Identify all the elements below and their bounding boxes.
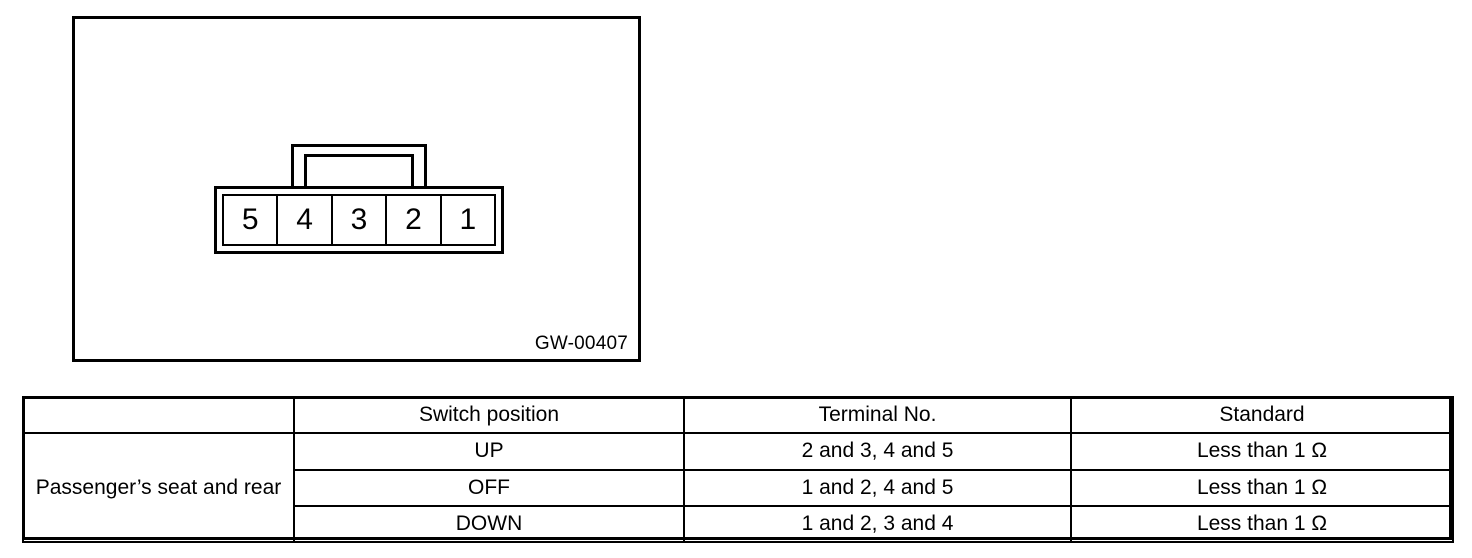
category-cell-passenger-seat-rear: Passenger’s seat and rear (22, 432, 295, 543)
terminal-cell-1: 1 (439, 194, 497, 246)
figure-code-label: GW-00407 (534, 333, 628, 354)
cell-terminal-no: 1 and 2, 4 and 5 (683, 468, 1072, 507)
connector-figure-box: 5 4 3 2 1 GW-00407 (72, 16, 641, 362)
header-category (22, 395, 295, 435)
cell-switch-position: DOWN (293, 504, 685, 544)
cell-switch-position: UP (293, 432, 685, 471)
table-row: OFF 1 and 2, 4 and 5 Less than 1 Ω (23, 468, 1454, 507)
cell-terminal-no: 2 and 3, 4 and 5 (683, 432, 1072, 471)
header-standard: Standard (1070, 395, 1454, 435)
table-row: Passenger’s seat and rear UP 2 and 3, 4 … (22, 432, 1454, 543)
connector-diagram: 5 4 3 2 1 (214, 144, 504, 264)
header-terminal-no: Terminal No. (683, 395, 1072, 435)
cell-standard: Less than 1 Ω (1070, 432, 1454, 471)
terminal-cell-5: 5 (222, 194, 277, 246)
header-switch-position: Switch position (293, 395, 685, 435)
cell-switch-position: OFF (293, 468, 685, 507)
table-header-row: Switch position Terminal No. Standard (22, 395, 1454, 435)
cell-standard: Less than 1 Ω (1070, 504, 1454, 544)
terminal-cell-4: 4 (276, 194, 331, 246)
table-row: DOWN 1 and 2, 3 and 4 Less than 1 Ω (23, 504, 1454, 544)
connector-terminal-row: 5 4 3 2 1 (222, 194, 497, 246)
terminal-cell-2: 2 (385, 194, 440, 246)
cell-standard: Less than 1 Ω (1070, 468, 1454, 507)
continuity-spec-table: Switch position Terminal No. Standard Pa… (22, 395, 1454, 544)
cell-terminal-no: 1 and 2, 3 and 4 (683, 504, 1072, 544)
terminal-cell-3: 3 (330, 194, 386, 246)
